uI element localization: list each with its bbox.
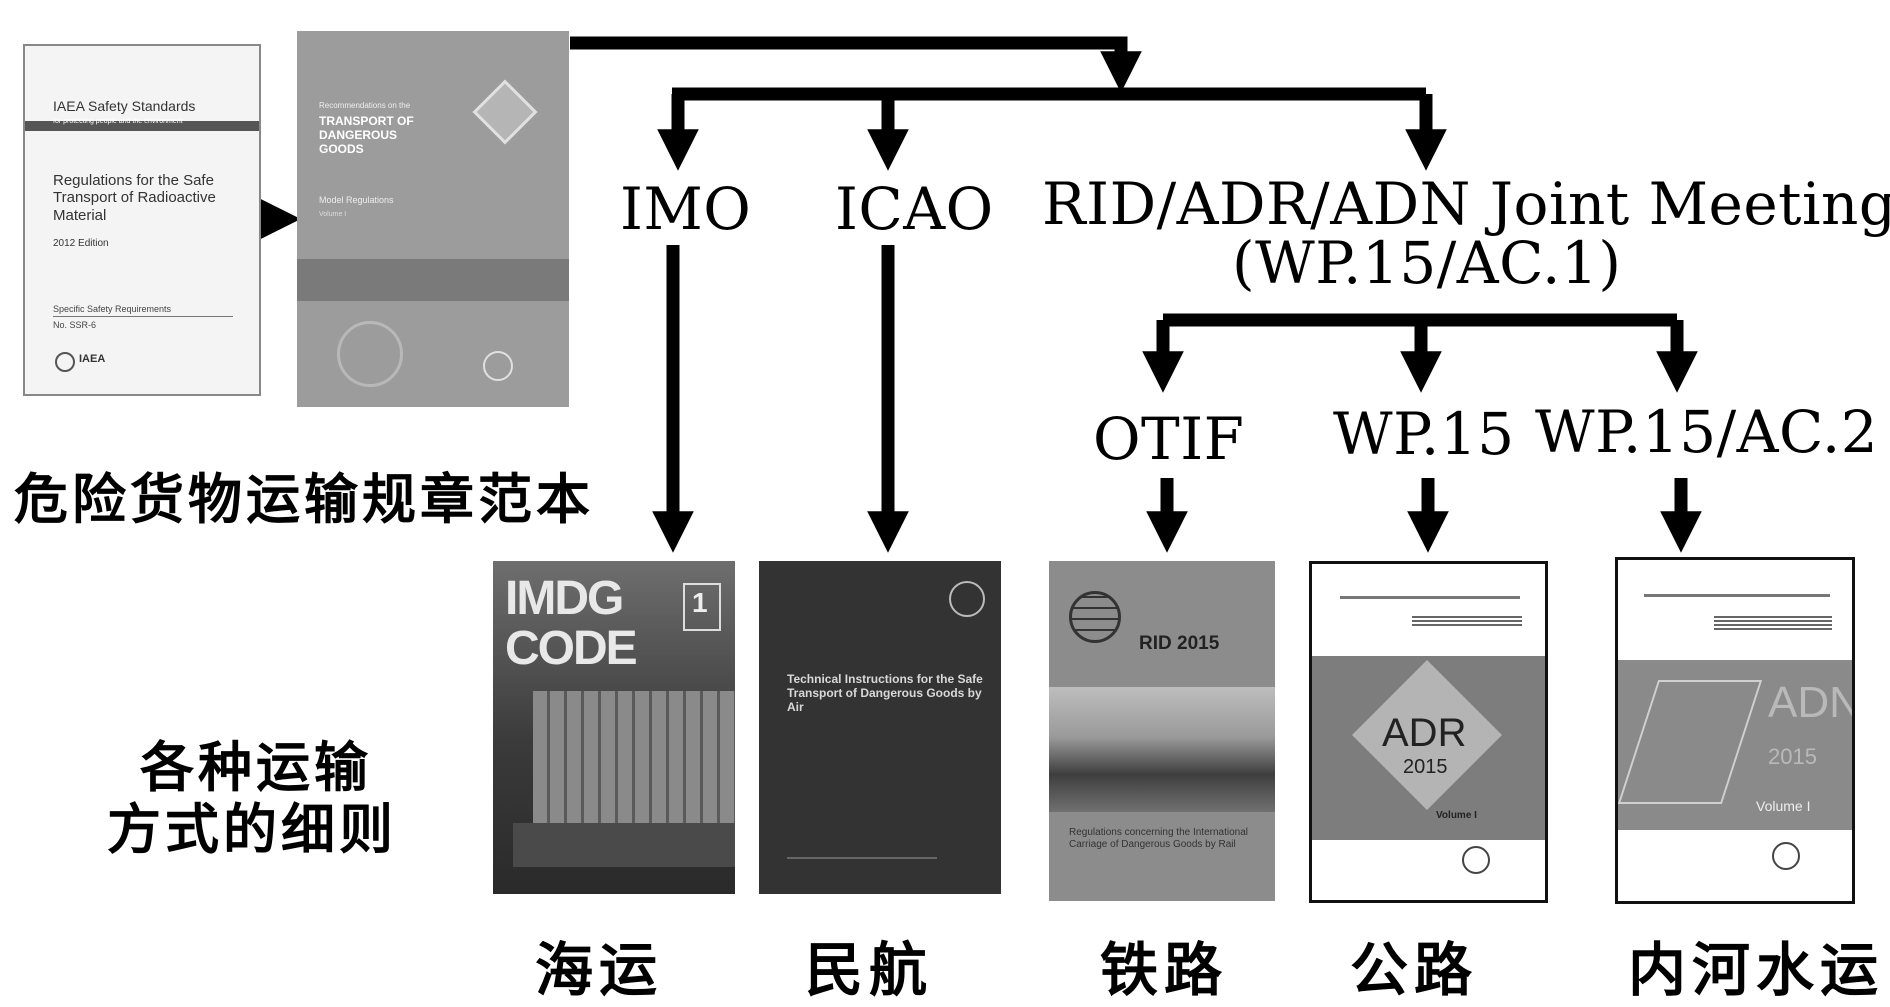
iaea-rule	[53, 316, 233, 317]
rid-cover: RID 2015 Regulations concerning the Inte…	[1049, 561, 1275, 901]
adr-year: 2015	[1403, 756, 1448, 778]
iaea-title: Regulations for the Safe Transport of Ra…	[53, 172, 216, 224]
adr-header-text	[1340, 596, 1520, 599]
adn-band	[1618, 660, 1852, 830]
arrow-model-to-bus	[570, 36, 1142, 93]
iaea-series: IAEA Safety Standards	[53, 98, 196, 114]
mode-air: 民航	[805, 936, 934, 1004]
org-joint-meeting-code: (WP.15/AC.1)	[1232, 229, 1622, 297]
adn-un-emblem-icon	[1772, 842, 1800, 870]
iaea-number: No. SSR-6	[53, 320, 97, 330]
mode-sea: 海运	[535, 936, 664, 1004]
container-ship-image	[533, 691, 735, 831]
iaea-regulations-cover: IAEA Safety Standards for protecting peo…	[23, 44, 261, 396]
hazard-diamond-icon	[472, 79, 538, 145]
org-imo: IMO	[620, 175, 752, 243]
ship-hull	[513, 823, 735, 867]
model-pre: Recommendations on the	[319, 101, 411, 110]
iaea-band	[25, 121, 259, 131]
un-emblem-icon	[483, 351, 513, 381]
org-joint-meeting: RID/ADR/ADN Joint Meeting	[1042, 170, 1890, 238]
adn-year: 2015	[1768, 744, 1817, 769]
mode-road: 公路	[1350, 936, 1479, 1004]
imdg-volume: 1	[692, 587, 708, 618]
mode-inland: 内河水运	[1628, 936, 1885, 1004]
iaea-logo-text: IAEA	[79, 353, 106, 365]
adr-title: ADR	[1382, 711, 1467, 755]
iaea-subtitle: for protecting people and the environmen…	[53, 118, 183, 125]
mode-details-label-2: 方式的细则	[107, 798, 397, 861]
rid-footer: Regulations concerning the International…	[1069, 827, 1249, 850]
org-otif: OTIF	[1093, 405, 1245, 473]
model-title: TRANSPORT OF DANGEROUS GOODS	[319, 114, 414, 156]
adn-cover: ADN 2015 Volume I	[1615, 557, 1855, 904]
org-wp15: WP.15	[1333, 400, 1515, 468]
org-wp15-ac2: WP.15/AC.2	[1535, 398, 1879, 466]
org-icao: ICAO	[835, 175, 994, 243]
imdg-title-2: CODE	[505, 622, 638, 675]
adr-un-emblem-icon	[1462, 846, 1490, 874]
iaea-logo-icon	[55, 352, 75, 372]
model-subtitle: Model Regulations	[319, 195, 394, 205]
adr-header-text-2	[1412, 616, 1522, 628]
icao-emblem-icon	[949, 581, 985, 617]
iaea-edition: 2012 Edition	[53, 238, 109, 249]
iaea-req: Specific Safety Requirements	[53, 304, 172, 314]
icao-footer-rule	[787, 857, 937, 859]
mode-rail: 铁路	[1100, 936, 1229, 1004]
imdg-title-1: IMDG	[505, 572, 624, 625]
rail-tankers-photo	[1049, 687, 1275, 812]
biohazard-watermark-icon	[337, 321, 403, 387]
adr-cover: ADR 2015 Volume I	[1309, 561, 1548, 903]
model-regulations-cover: Recommendations on the TRANSPORT OF DANG…	[297, 31, 569, 407]
imdg-volume-box	[683, 583, 721, 631]
transport-photo-strip	[297, 259, 569, 301]
adn-header-text-2	[1714, 616, 1832, 630]
icao-ti-title: Technical Instructions for the Safe Tran…	[787, 672, 983, 714]
icao-ti-cover: Technical Instructions for the Safe Tran…	[759, 561, 1001, 894]
adn-volume: Volume I	[1756, 798, 1811, 814]
rid-title: RID 2015	[1139, 633, 1220, 654]
mode-details-label-1: 各种运输	[140, 736, 372, 799]
adn-header-text	[1644, 594, 1830, 597]
model-volume: Volume I	[319, 211, 347, 218]
otif-globe-icon	[1069, 591, 1121, 643]
adr-volume: Volume I	[1436, 810, 1477, 821]
adn-title: ADN	[1768, 678, 1855, 727]
model-regulations-label: 危险货物运输规章范本	[14, 468, 594, 531]
imdg-code-cover: IMDG CODE 1	[493, 561, 735, 894]
